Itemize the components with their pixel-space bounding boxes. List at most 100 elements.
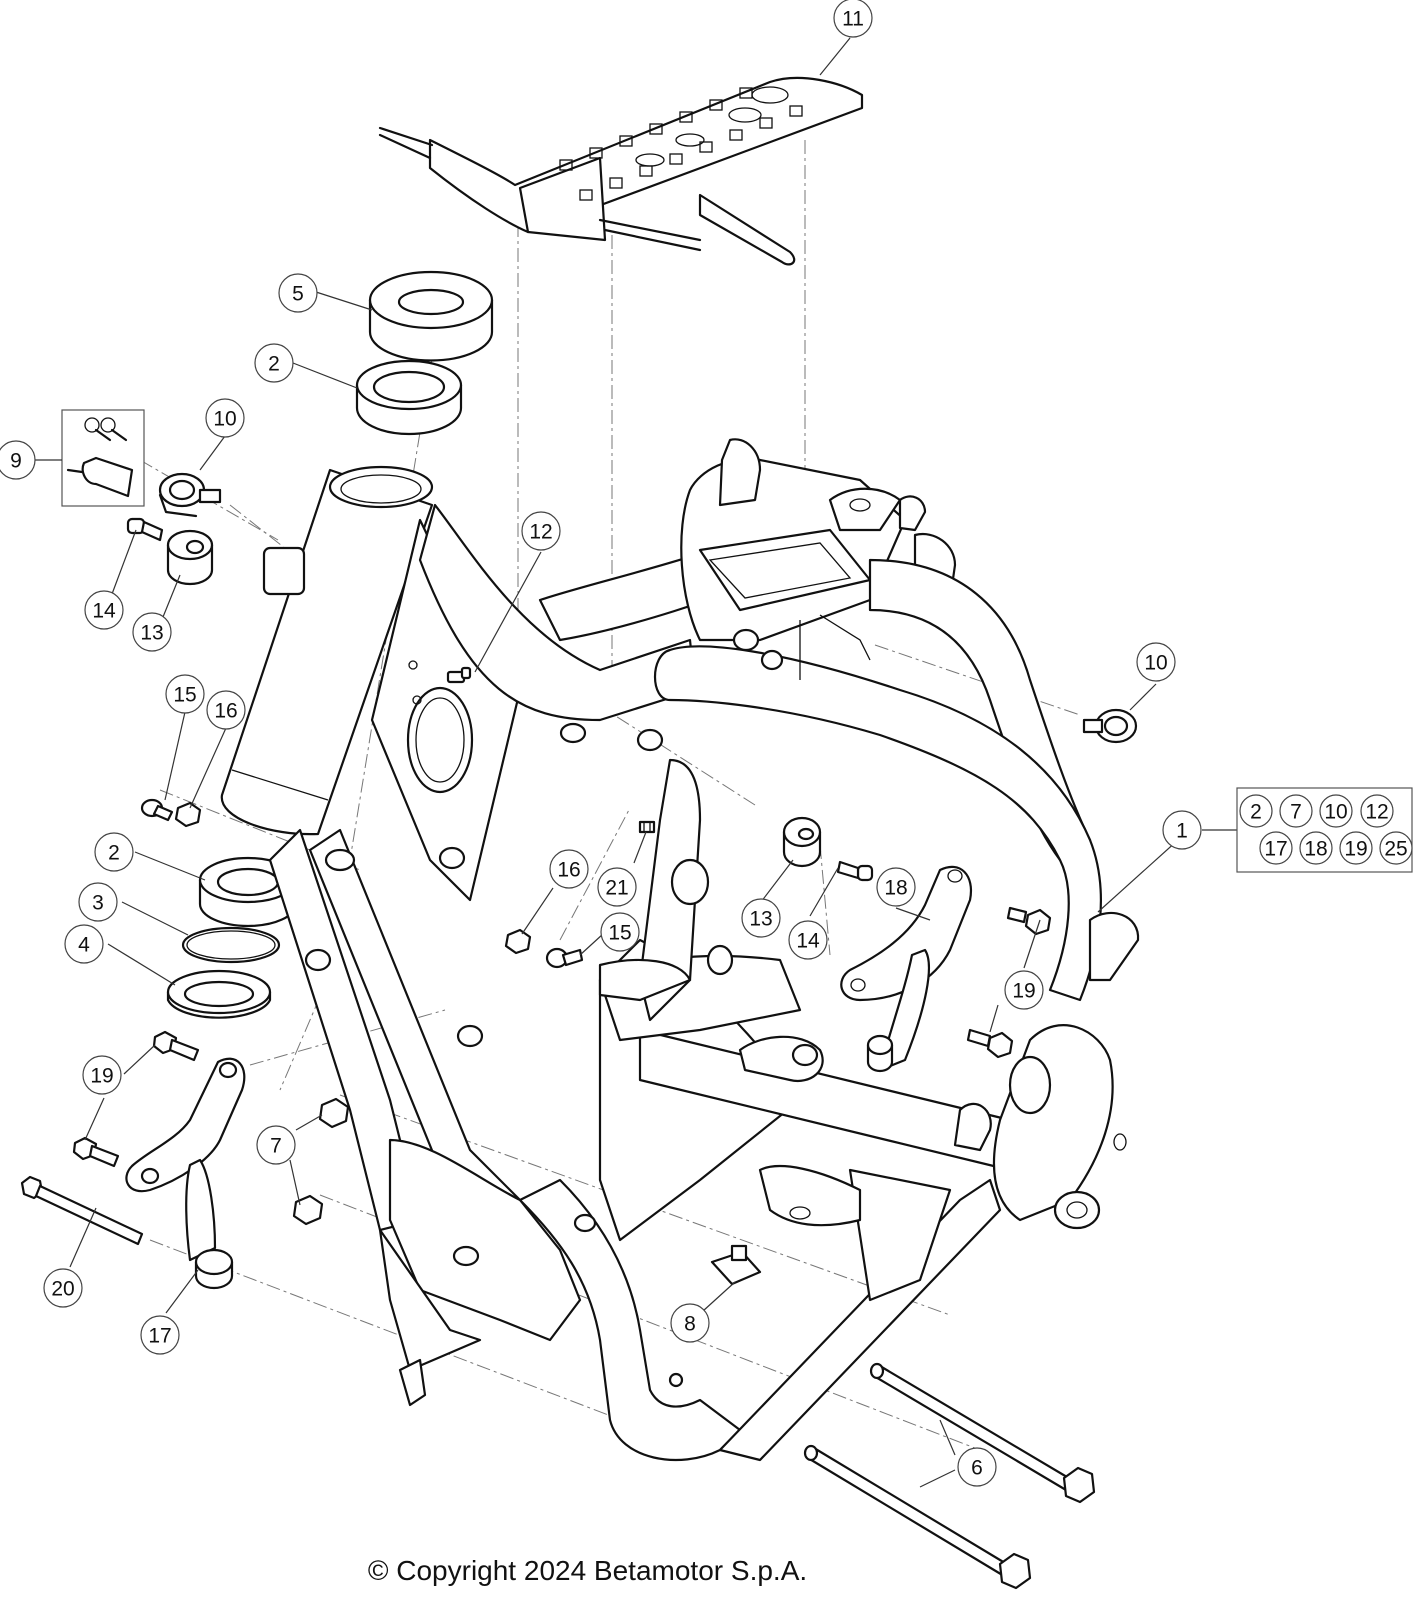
callout-5: 5 [278,273,318,313]
svg-text:18: 18 [884,877,907,900]
o-ring [181,926,281,964]
svg-text:8: 8 [684,1313,696,1336]
cage-nut-8 [710,1244,762,1286]
callout-10-left: 10 [205,398,245,438]
callout-21: 21 [597,867,637,907]
callout-3: 3 [78,882,118,922]
callout-12: 12 [521,511,561,551]
svg-text:21: 21 [605,877,628,900]
lock-kit [61,409,145,507]
svg-text:3: 3 [92,892,104,915]
callout-13-right: 13 [741,898,781,938]
fitting-12 [446,666,472,684]
svg-text:19: 19 [1344,838,1367,861]
svg-text:19: 19 [1012,980,1035,1003]
svg-text:1: 1 [1176,820,1188,843]
callout-2-lower: 2 [94,832,134,872]
bolt-15-middle [545,947,584,969]
copyright-notice: © Copyright 2024 Betamotor S.p.A. [367,1555,808,1586]
svg-text:9: 9 [10,450,22,473]
svg-text:12: 12 [529,521,552,544]
upper-steering-bearing [355,359,463,436]
callout-17: 17 [140,1315,180,1355]
bolt-14-right [836,860,874,882]
svg-text:18: 18 [1304,838,1327,861]
kit-item-19: 19 [1339,831,1373,865]
svg-text:7: 7 [270,1135,282,1158]
clamp-right [1082,708,1138,744]
bolt-19-left-upper [152,1030,200,1062]
svg-text:15: 15 [173,684,196,707]
callout-6: 6 [957,1447,997,1487]
svg-text:17: 17 [148,1325,171,1348]
kit-item-17: 17 [1259,831,1293,865]
linkage-arm-17 [125,1057,246,1290]
nut-16-left [174,801,202,828]
bolt-15-left [140,798,174,822]
kit-item-25: 25 [1379,831,1413,865]
svg-text:15: 15 [608,922,631,945]
steering-dust-seal [368,270,494,362]
svg-text:10: 10 [213,408,236,431]
main-frame [220,438,1140,1462]
svg-text:2: 2 [268,353,280,376]
spacer-13-right [782,816,822,868]
svg-text:14: 14 [92,600,116,623]
svg-text:16: 16 [214,700,237,723]
svg-text:17: 17 [1264,838,1287,861]
callout-8: 8 [670,1303,710,1343]
callout-4: 4 [64,924,104,964]
long-bolt-6-lower [803,1444,1032,1590]
svg-text:2: 2 [1250,801,1262,824]
bushing-18 [866,1034,894,1073]
kit-item-10: 10 [1319,794,1353,828]
nut-7-upper [318,1097,350,1129]
callout-15-middle: 15 [600,912,640,952]
callout-11: 11 [833,0,873,38]
callout-9: 9 [0,440,36,480]
svg-text:25: 25 [1384,838,1407,861]
long-bolt-6-upper [869,1362,1096,1504]
callout-16-left: 16 [206,690,246,730]
skid-plate [378,76,864,266]
clip-21 [638,820,656,834]
svg-text:13: 13 [749,908,772,931]
callout-2-upper: 2 [254,343,294,383]
svg-text:12: 12 [1365,801,1388,824]
bolt-14-left [126,517,164,542]
callout-14-right: 14 [788,920,828,960]
lower-steering-bearing [198,856,298,928]
callout-19-left-upper: 19 [82,1055,122,1095]
svg-text:7: 7 [1290,801,1302,824]
callout-15-left: 15 [165,674,205,714]
svg-text:6: 6 [971,1457,983,1480]
svg-text:5: 5 [292,283,304,306]
svg-text:10: 10 [1144,652,1167,675]
callout-1: 1 [1162,810,1202,850]
bolt-19-right-upper [1006,906,1052,936]
svg-text:10: 10 [1324,801,1347,824]
svg-text:4: 4 [78,934,90,957]
callout-10-right: 10 [1136,642,1176,682]
svg-text:16: 16 [557,859,580,882]
kit-item-18: 18 [1299,831,1333,865]
nut-7-lower [292,1194,324,1226]
svg-text:13: 13 [140,622,163,645]
callout-14-left: 14 [84,590,124,630]
callout-20: 20 [43,1268,83,1308]
callout-18: 18 [876,867,916,907]
clamp-left [158,472,222,518]
bolt-19-right-lower [966,1028,1014,1059]
leader-lines [34,37,1237,1488]
callout-7: 7 [256,1125,296,1165]
svg-text:14: 14 [796,930,820,953]
kit-item-7: 7 [1279,794,1313,828]
callout-16-middle: 16 [549,849,589,889]
long-bolt-20 [20,1175,144,1246]
spacer-13-left [166,529,214,586]
kit-item-12: 12 [1360,794,1394,828]
bolt-19-left-lower [72,1136,120,1168]
svg-text:19: 19 [90,1065,113,1088]
